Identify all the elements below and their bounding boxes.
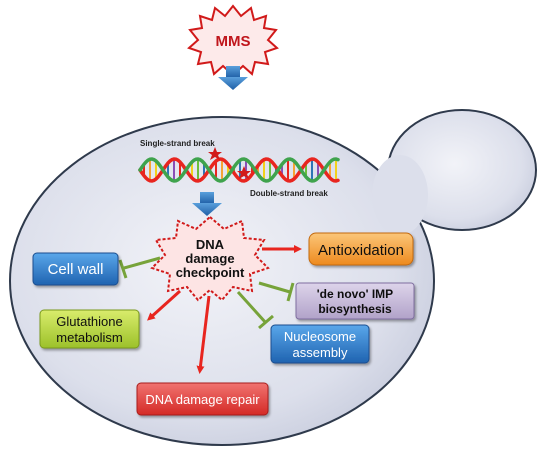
cell-wall-box: Cell wall <box>32 252 119 286</box>
imp-label-line2: biosynthesis <box>318 302 392 316</box>
single-strand-break-label: Single-strand break <box>140 139 215 148</box>
dna-helix-icon <box>138 157 340 183</box>
activate-repair-arrow <box>196 295 211 374</box>
checkpoint-starburst: DNA damage checkpoint <box>150 215 270 302</box>
nucleosome-label-line2: assembly <box>293 345 348 360</box>
dna-strand-b <box>138 157 340 183</box>
mms-to-dna-arrow <box>218 66 248 90</box>
imp-biosynthesis-box: 'de novo' IMP biosynthesis <box>295 282 415 320</box>
inhibit-imp-biosynthesis <box>258 281 295 302</box>
antioxidation-label: Antioxidation <box>318 242 404 259</box>
glutathione-label-line2: metabolism <box>56 330 122 345</box>
checkpoint-label-line2: damage <box>185 251 234 266</box>
nucleosome-label-line1: Nucleosome <box>284 329 356 344</box>
glutathione-box: Glutathione metabolism <box>39 309 140 349</box>
checkpoint-shape <box>150 215 270 302</box>
single-strand-break-star-icon <box>208 147 222 160</box>
double-strand-break-star-icon <box>237 166 251 179</box>
imp-label-line1: 'de novo' IMP <box>317 287 393 301</box>
inhibit-nucleosome-assembly <box>236 290 274 330</box>
dna-damage-repair-box: DNA damage repair <box>136 382 269 416</box>
dna-to-checkpoint-arrow <box>192 192 222 216</box>
dna-strand-a <box>138 157 340 183</box>
glutathione-label-line1: Glutathione <box>56 314 123 329</box>
activate-glutathione-arrow <box>147 289 182 321</box>
double-strand-break-label: Double-strand break <box>250 189 328 198</box>
nucleosome-assembly-box: Nucleosome assembly <box>270 324 370 364</box>
antioxidation-box: Antioxidation <box>308 232 414 266</box>
mms-starburst: MMS <box>187 4 279 77</box>
mms-label: MMS <box>216 33 251 50</box>
inhibit-cell-wall <box>118 256 161 279</box>
cell-wall-label: Cell wall <box>48 261 104 278</box>
checkpoint-label-line1: DNA <box>196 237 225 252</box>
repair-label: DNA damage repair <box>145 392 260 407</box>
checkpoint-label-line3: checkpoint <box>176 265 245 280</box>
